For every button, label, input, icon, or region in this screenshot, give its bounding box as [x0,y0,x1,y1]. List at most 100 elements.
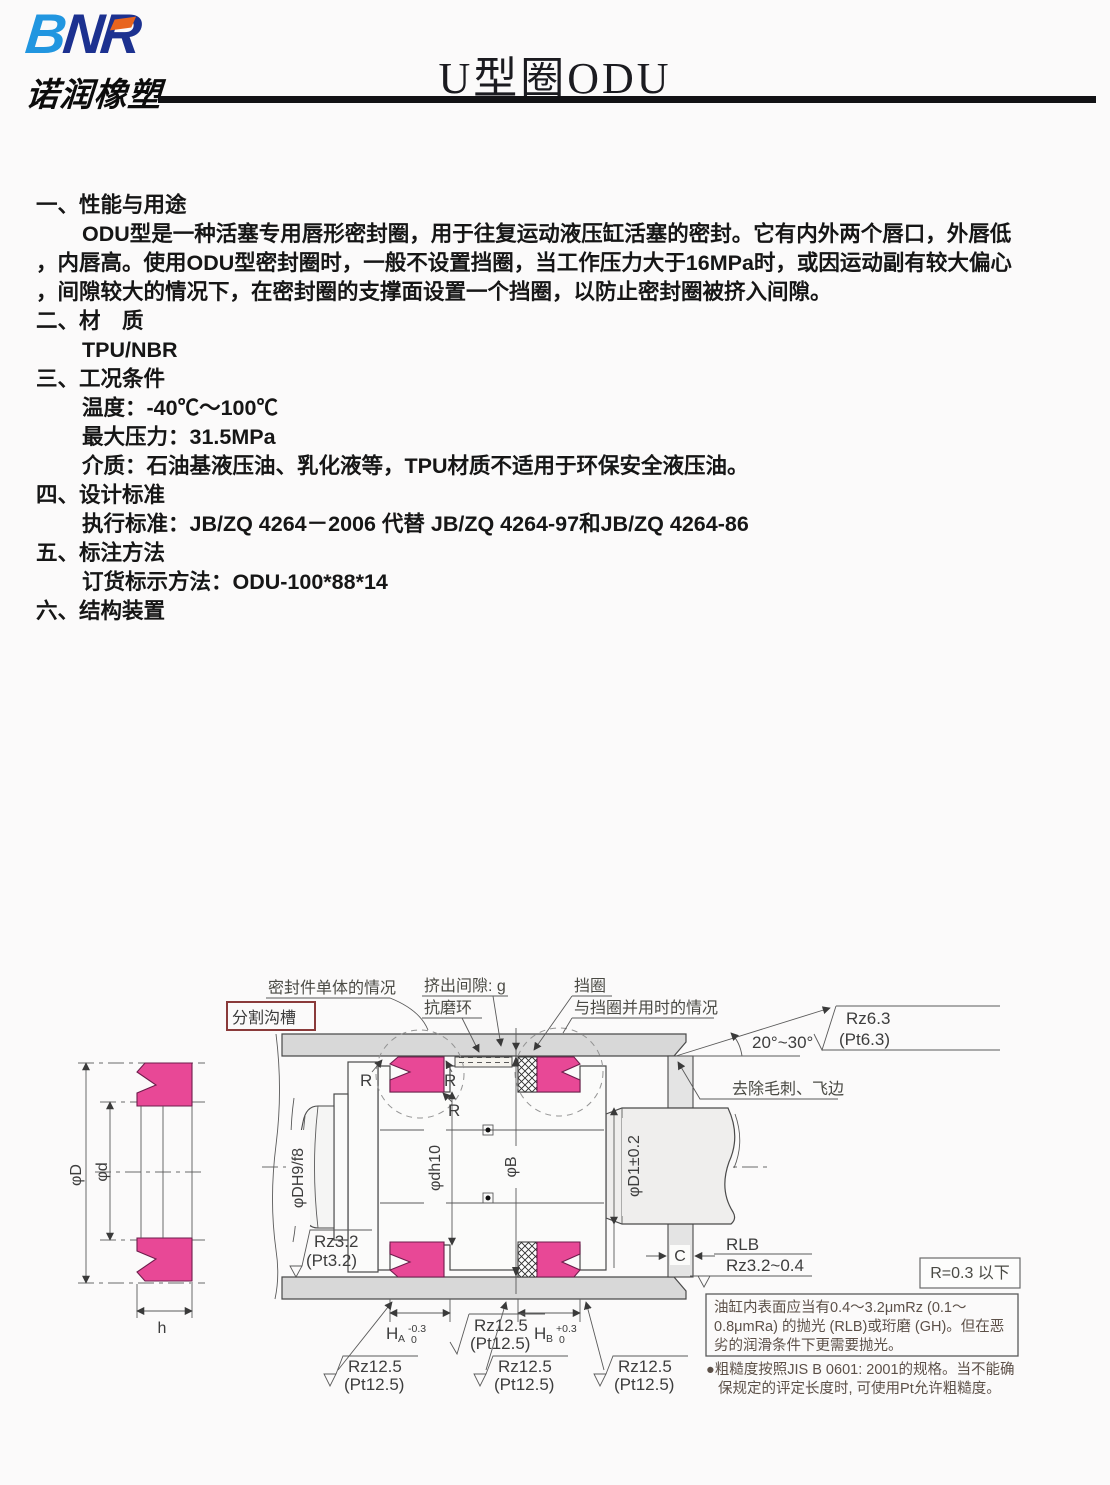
svg-text:挤出间隙: g: 挤出间隙: g [424,977,506,995]
callout-split-groove: 分割沟槽 [226,1001,316,1031]
lock-dot [482,1192,494,1204]
svg-text:0: 0 [559,1334,565,1346]
surface-mark-right: Rz12.5 (Pt12.5) [583,1301,688,1394]
dim-HA: H A -0.3 0 [386,1299,451,1346]
text-line: 订货标示方法：ODU-100*88*14 [82,570,388,594]
svg-text:φD1±0.2: φD1±0.2 [626,1135,643,1197]
svg-text:●粗糙度按照JIS B 0601: 2001的规格。当不能确: ●粗糙度按照JIS B 0601: 2001的规格。当不能确 [706,1361,1015,1378]
dim-C: C [646,1245,715,1265]
surface-mark-left: Rz12.5 (Pt12.5) [323,1301,418,1394]
surface-mark-groove: Rz12.5 (Pt12.5) [449,1313,545,1356]
svg-text:φd: φd [94,1162,111,1181]
svg-text:去除毛刺、飞边: 去除毛刺、飞边 [732,1080,844,1098]
svg-text:挡圈: 挡圈 [574,977,606,995]
svg-text:RLB: RLB [726,1235,759,1254]
document-body: 一、性能与用途 ODU型是一种活塞专用唇形密封圈，用于往复运动液压缸活塞的密封。… [36,191,1094,626]
text-line: TPU/NBR [82,338,178,362]
seal-section-figure: φD φd h [68,1062,205,1337]
svg-text:+0.3: +0.3 [556,1323,577,1335]
svg-text:R: R [444,1071,456,1090]
svg-text:分割沟槽: 分割沟槽 [232,1009,296,1027]
callout-seal-alone: 密封件单体的情况 [266,979,429,1031]
dim-HB: H B +0.3 0 [517,1299,581,1346]
svg-text:(Pt6.3): (Pt6.3) [839,1030,890,1049]
svg-text:0: 0 [411,1334,417,1346]
callout-with-backup: 与挡圈并用时的情况 [562,999,718,1034]
svg-text:0.8μmRa) 的抛光 (RLB)或珩磨 (GH)。但在恶: 0.8μmRa) 的抛光 (RLB)或珩磨 (GH)。但在恶 [714,1318,1004,1335]
svg-text:密封件单体的情况: 密封件单体的情况 [268,979,396,997]
text-line: ，间隙较大的情况下，在密封圈的支撑面设置一个挡圈，以防止密封圈被挤入间隙。 [36,280,832,304]
svg-text:φB: φB [503,1156,520,1177]
text-line: 介质：石油基液压油、乳化液等，TPU材质不适用于环保安全液压油。 [82,454,749,478]
svg-text:φD: φD [68,1164,85,1186]
section-heading: 二、材 质 [36,309,144,333]
seal-profile-top [136,1062,193,1107]
section-heading: 一、性能与用途 [36,193,187,217]
callout-backup-ring: 挡圈 [533,977,612,1051]
page-title: U型圈ODU [438,54,672,103]
svg-text:C: C [674,1248,686,1265]
svg-text:(Pt3.2): (Pt3.2) [306,1251,357,1270]
backup-ring-bottom [517,1241,538,1278]
detail-circle-right [514,1027,604,1117]
piston-body [297,1061,607,1273]
svg-text:H: H [386,1324,398,1343]
seal-bottom-right [536,1241,581,1278]
svg-text:(Pt12.5): (Pt12.5) [344,1375,404,1394]
svg-text:Rz6.3: Rz6.3 [846,1009,890,1028]
callout-extrusion-gap: 挤出间隙: g [422,977,521,1051]
callout-wear-ring: 抗磨环 [422,999,482,1053]
surface-mark-center: Rz12.5 (Pt12.5) [473,1301,568,1394]
bullet-note: ●粗糙度按照JIS B 0601: 2001的规格。当不能确 保规定的评定长度时… [706,1361,1015,1397]
text-line: 执行标准：JB/ZQ 4264－2006 代替 JB/ZQ 4264-97和JB… [82,512,749,536]
svg-text:H: H [534,1324,546,1343]
svg-text:Rz12.5: Rz12.5 [618,1357,672,1376]
svg-text:A: A [398,1333,405,1345]
section-heading: 四、设计标准 [36,483,166,507]
svg-text:Rz12.5: Rz12.5 [474,1316,528,1335]
section-heading: 六、结构装置 [36,599,166,623]
wear-ring [454,1056,513,1068]
dim-phiD1: φD1±0.2 [609,1107,646,1268]
text-line: ，内唇高。使用ODU型密封圈时，一般不设置挡圈，当工作压力大于16MPa时，或因… [36,251,1012,275]
svg-text:保规定的评定长度时, 可使用Pt允许粗糙度。: 保规定的评定长度时, 可使用Pt允许粗糙度。 [718,1380,1001,1397]
backup-ring-top [517,1056,538,1093]
washer [333,1093,349,1241]
svg-text:(Pt12.5): (Pt12.5) [470,1334,530,1353]
svg-text:R: R [448,1101,460,1120]
svg-text:(Pt12.5): (Pt12.5) [494,1375,554,1394]
installation-diagram: φB φdh10 φDH9/f8 φD1±0.2 C H A -0.3 0 H … [68,977,1021,1397]
u-cup-seals [388,1056,581,1278]
svg-text:与挡圈并用时的情况: 与挡圈并用时的情况 [574,999,718,1017]
svg-text:劣的润滑条件下更需要抛光。: 劣的润滑条件下更需要抛光。 [714,1337,903,1354]
surface-mark-rod: RLB Rz3.2~0.4 [690,1235,812,1288]
svg-text:h: h [158,1320,167,1337]
dim-phiB: φB [500,1040,522,1294]
chamfer-callout: 20°~30° [675,1006,831,1057]
cylinder-wall [281,1033,687,1300]
callout-deburr: 去除毛刺、飞边 [677,1061,844,1100]
svg-text:φDH9/f8: φDH9/f8 [290,1148,307,1208]
svg-text:Rz3.2~0.4: Rz3.2~0.4 [726,1256,804,1275]
seal-top-right [536,1056,581,1093]
svg-text:-0.3: -0.3 [408,1323,426,1335]
surface-mark-chamfer: Rz6.3 (Pt6.3) [813,1005,1000,1052]
text-line: ODU型是一种活塞专用唇形密封圈，用于往复运动液压缸活塞的密封。它有内外两个唇口… [82,222,1012,246]
svg-text:φdh10: φdh10 [427,1145,444,1191]
text-line: 温度：-40℃～100℃ [82,396,278,420]
svg-text:Rz3.2: Rz3.2 [314,1232,358,1251]
svg-text:20°~30°: 20°~30° [752,1033,813,1052]
seal-top-left [388,1056,445,1093]
r-max-box: R=0.3 以下 [919,1257,1021,1289]
section-heading: 五、标注方法 [36,541,166,565]
note-box: 油缸内表面应当有0.4～3.2μmRz (0.1～ 0.8μmRa) 的抛光 (… [705,1293,1019,1357]
seal-bottom-left [388,1241,445,1278]
svg-text:(Pt12.5): (Pt12.5) [614,1375,674,1394]
fillet-labels: R R R [360,1059,460,1120]
dim-phiDH9f8: φDH9/f8 [286,1130,310,1226]
svg-text:B: B [546,1333,553,1345]
svg-text:Rz12.5: Rz12.5 [348,1357,402,1376]
header-rule [158,96,1096,103]
seal-profile-bottom [136,1237,193,1282]
